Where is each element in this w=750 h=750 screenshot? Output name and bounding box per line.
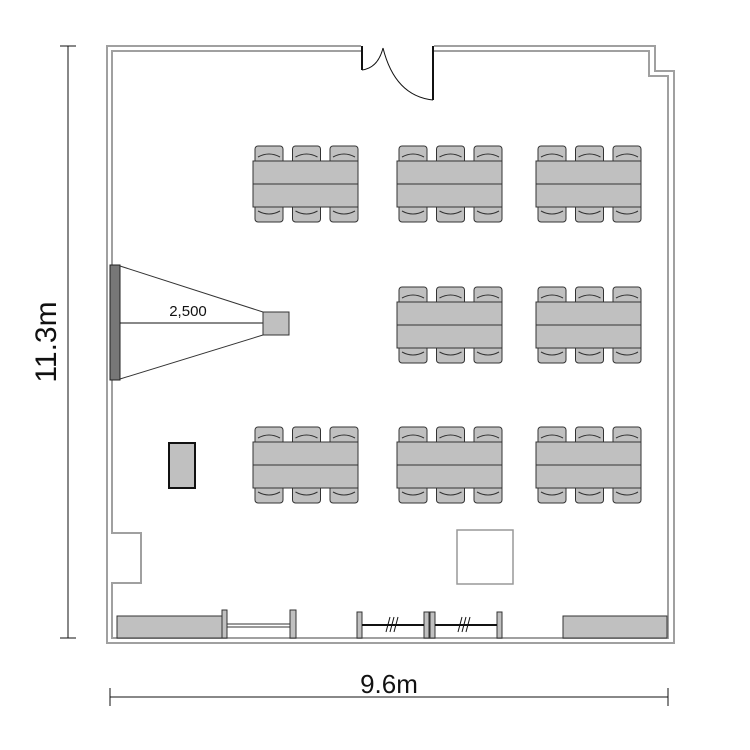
counter-right <box>562 615 668 639</box>
projector <box>262 311 290 336</box>
projection-screen <box>109 264 121 381</box>
chair <box>398 145 428 165</box>
chair <box>398 426 428 446</box>
table <box>535 441 642 489</box>
chair <box>436 484 465 504</box>
chair <box>612 286 642 306</box>
chair <box>575 484 604 504</box>
table-group <box>396 286 503 364</box>
height-dimension <box>60 45 76 639</box>
chair <box>537 344 567 364</box>
table <box>252 441 359 489</box>
table <box>396 301 503 349</box>
chair <box>575 426 604 446</box>
counter-left <box>116 615 223 639</box>
projection-distance-label: 2,500 <box>169 303 207 320</box>
chair <box>254 426 284 446</box>
table <box>396 441 503 489</box>
table-group <box>396 145 503 223</box>
table-group <box>252 145 359 223</box>
projection-setup: 2,500 <box>109 264 290 381</box>
chair <box>575 344 604 364</box>
table <box>535 160 642 208</box>
table <box>396 160 503 208</box>
seating-area <box>252 145 642 504</box>
chair <box>292 203 321 223</box>
chair <box>612 484 642 504</box>
chair <box>473 203 503 223</box>
width-dimension <box>109 688 669 706</box>
table-group <box>535 426 642 504</box>
table <box>535 301 642 349</box>
table <box>252 160 359 208</box>
table-group <box>535 145 642 223</box>
chair <box>398 203 428 223</box>
bottom-fixtures <box>116 609 668 639</box>
chair <box>612 145 642 165</box>
chair <box>254 203 284 223</box>
height-label: 11.3m <box>30 301 63 382</box>
room-walls <box>106 45 675 644</box>
chair <box>575 145 604 165</box>
chair <box>436 145 465 165</box>
table-group <box>535 286 642 364</box>
floor-square <box>456 529 514 585</box>
chair <box>575 286 604 306</box>
chair <box>612 203 642 223</box>
podium <box>168 442 196 489</box>
entrance-door[interactable] <box>361 46 434 101</box>
table-group <box>396 426 503 504</box>
table-group <box>252 426 359 504</box>
width-label: 9.6m <box>360 669 418 699</box>
chair <box>329 426 359 446</box>
chair <box>254 484 284 504</box>
